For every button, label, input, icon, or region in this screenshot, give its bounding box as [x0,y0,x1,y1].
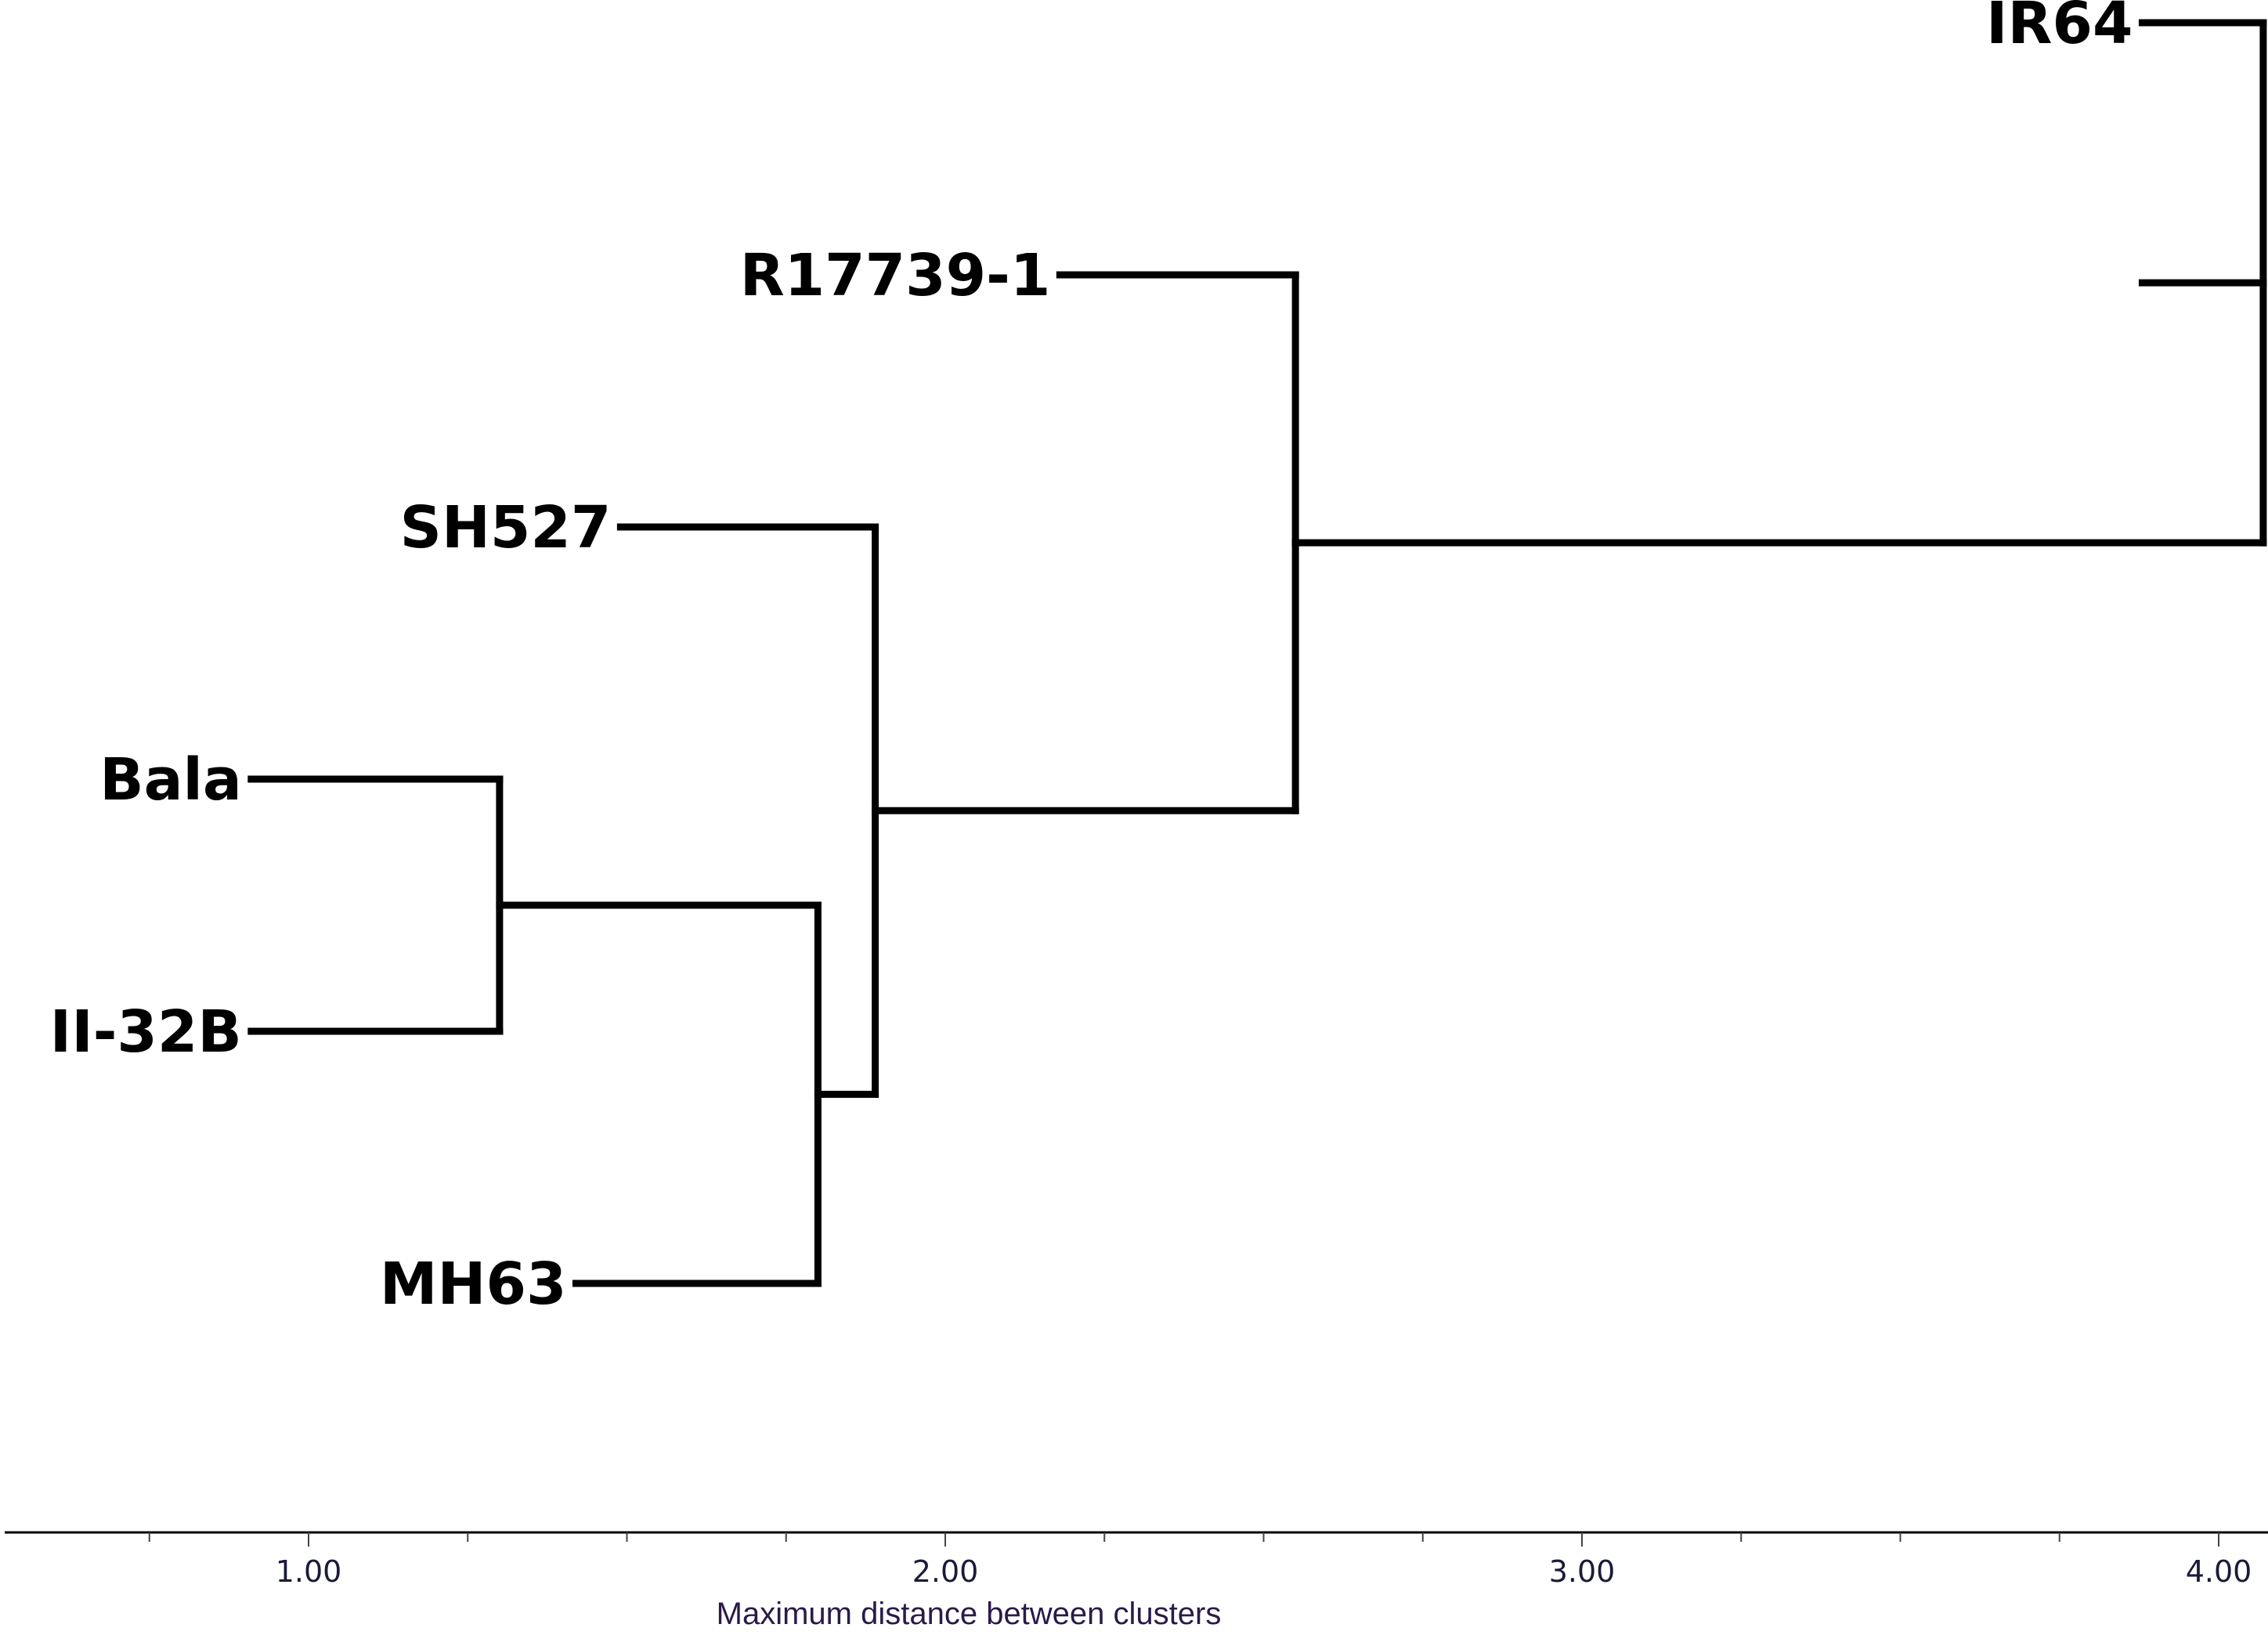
leaf-label: SH527 [400,494,612,561]
dendrogram-branches [247,19,2267,1287]
tick-label: 4.00 [2186,1554,2252,1589]
leaf-label: MH63 [380,1251,567,1318]
leaf-label: Bala [99,746,242,814]
tick-label: 2.00 [912,1554,979,1589]
leaf-label: R17739-1 [740,242,1051,309]
x-axis-tick-labels: 1.00 2.00 3.00 4.00 [276,1554,2252,1589]
tick-label: 3.00 [1549,1554,1616,1589]
x-axis-ticks [148,1532,2219,1547]
x-axis-title: Maximum distance between clusters [717,1597,1222,1631]
tick-label: 1.00 [276,1554,342,1589]
leaf-label: IR64 [1986,0,2133,57]
leaf-label: II-32B [50,998,242,1066]
x-axis: 1.00 2.00 3.00 4.00 Maximum distance betwee… [5,1531,2268,1631]
